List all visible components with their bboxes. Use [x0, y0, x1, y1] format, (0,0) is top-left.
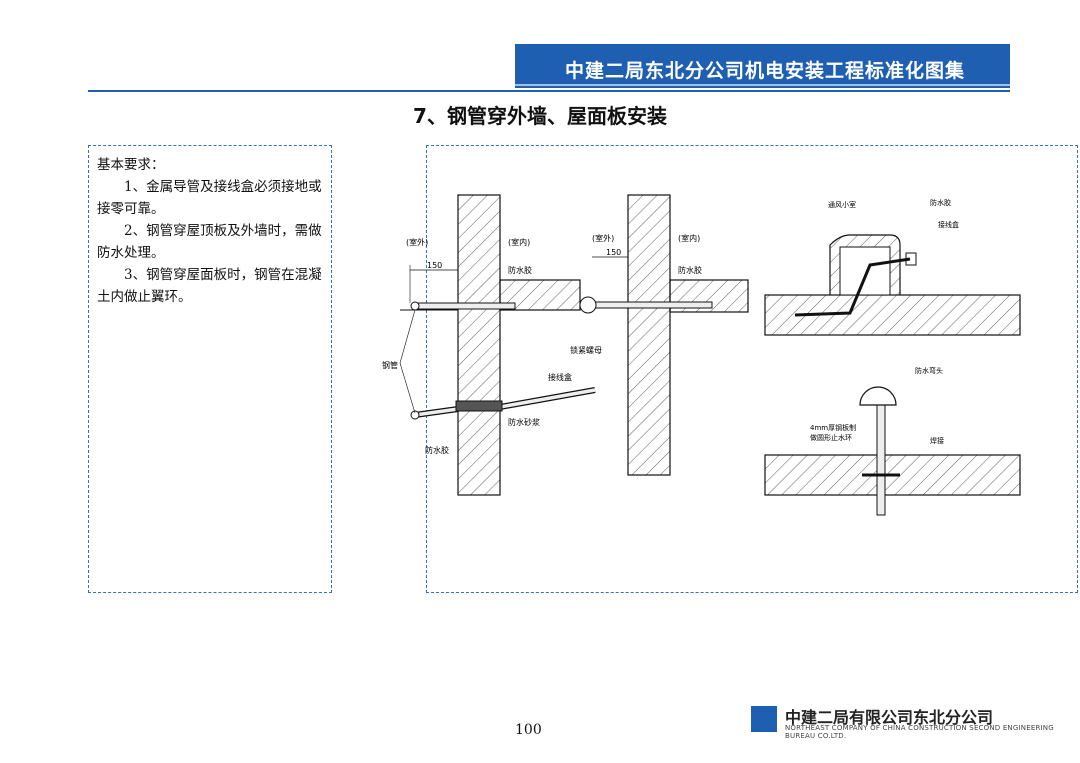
label-indoor-middle: (室内) — [678, 233, 700, 243]
label-waterproof-mortar: 防水砂浆 — [508, 417, 540, 427]
wall-drawing-middle: 150 (室外) (室内) 防水胶 锁紧螺母 — [570, 194, 749, 476]
label-outdoor-middle: (室外) — [592, 233, 614, 243]
figure-box — [426, 145, 1078, 593]
label-steel-pipe: 钢管 — [382, 360, 398, 370]
label-waterproof-glue-bottom: 防水胶 — [425, 445, 449, 455]
company-logo-icon — [751, 706, 777, 732]
requirements-heading: 基本要求： — [97, 157, 165, 173]
header-rule — [88, 90, 1010, 92]
header-title: 中建二局东北分公司机电安装工程标准化图集 — [564, 60, 965, 82]
header-bar — [515, 44, 1010, 88]
company-english-name: NORTHEAST COMPANY OF CHINA CONSTRUCTION … — [785, 724, 1054, 740]
company-name: 中建二局有限公司东北分公司 — [785, 708, 994, 727]
installation-drawing: 150 (室外) (室内) 防水胶 钢管 接线盒 防水砂浆 防水胶 150 (室… — [382, 194, 1021, 516]
label-waterproof-glue-top: 防水胶 — [508, 265, 532, 275]
roof-vent-drawing: 通风小室 防水胶 接线盒 — [764, 198, 1021, 336]
requirement-item-3: 3、钢管穿屋面板时，钢管在混凝土内做止翼环。 — [97, 267, 322, 305]
requirement-item-1: 1、金属导管及接线盒必须接地或接零可靠。 — [97, 179, 322, 217]
label-weld: 焊接 — [930, 436, 944, 445]
wall-drawing-left: 150 (室外) (室内) 防水胶 钢管 接线盒 防水砂浆 防水胶 — [382, 194, 596, 496]
label-junction-box-roof: 接线盒 — [938, 220, 959, 229]
roof-pipe-drawing: 防水弯头 4mm厚钢板制 做圆形止水环 焊接 — [764, 366, 1021, 516]
label-junction-box: 接线盒 — [548, 372, 572, 382]
label-lock-nut: 锁紧螺母 — [570, 345, 602, 355]
label-indoor-left: (室内) — [508, 237, 530, 247]
dim-150-left: 150 — [427, 261, 442, 270]
page-number: 100 — [515, 722, 542, 738]
dim-150-middle: 150 — [606, 248, 621, 257]
label-rain-cap: 防水弯头 — [915, 366, 943, 375]
label-waterproof-glue-roof: 防水胶 — [930, 198, 951, 207]
label-vent-house: 通风小室 — [828, 200, 856, 209]
requirements-box: 基本要求： 1、金属导管及接线盒必须接地或接零可靠。 2、钢管穿屋顶板及外墙时，… — [88, 145, 332, 593]
requirement-item-2: 2、钢管穿屋顶板及外墙时，需做防水处理。 — [97, 223, 322, 261]
label-ring-note-2: 做圆形止水环 — [810, 433, 852, 442]
label-ring-note-1: 4mm厚钢板制 — [810, 423, 856, 432]
label-outdoor-left: (室外) — [406, 237, 428, 247]
label-waterproof-glue-middle: 防水胶 — [678, 265, 702, 275]
page-title: 7、钢管穿外墙、屋面板安装 — [413, 104, 667, 128]
